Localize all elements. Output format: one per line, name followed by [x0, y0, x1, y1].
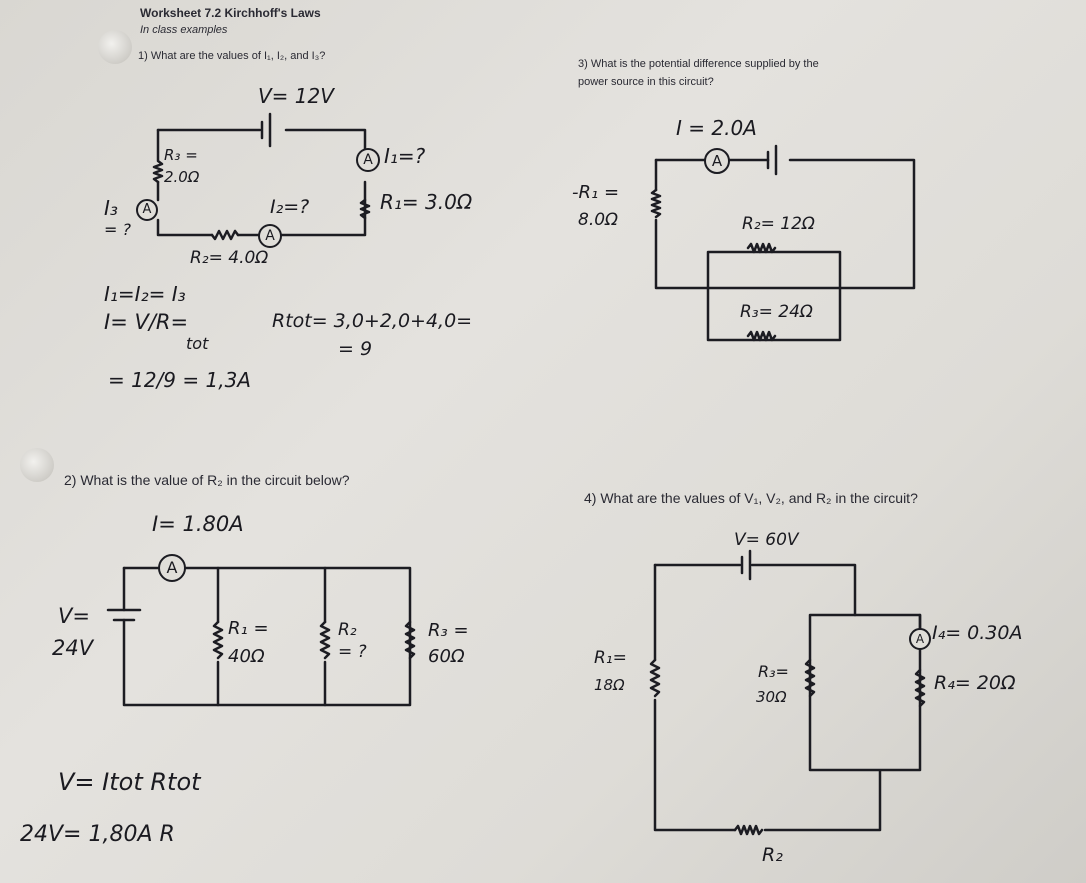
q2-r3-value: 60Ω — [428, 646, 465, 667]
q4-r4-label: R₄= 20Ω — [934, 672, 1016, 694]
q4-r3-label: R₃= — [758, 662, 789, 681]
q1-r2-label: R₂= 4.0Ω — [190, 248, 269, 268]
q1-r1-label: R₁= 3.0Ω — [380, 190, 473, 214]
q3-r2-label: R₂= 12Ω — [742, 214, 815, 234]
q1-work-line-3: Rtot= 3,0+2,0+4,0= — [272, 310, 473, 332]
q3-r1-label: -R₁ = — [572, 182, 620, 203]
q4-r3-value: 30Ω — [756, 688, 787, 706]
q2-ammeter-icon: A — [158, 554, 186, 582]
q2-question: 2) What is the value of R₂ in the circui… — [64, 472, 350, 488]
q2-current: I= 1.80A — [152, 512, 244, 536]
q1-i3-label: I₃ — [104, 196, 118, 220]
q2-r1-value: 40Ω — [228, 646, 265, 667]
q2-voltage-label: V= — [58, 604, 90, 628]
q1-i2-label: I₂=? — [270, 196, 310, 218]
q2-work-line-1: V= Itot Rtot — [58, 768, 201, 796]
q4-i4-label: I₄= 0.30A — [932, 622, 1023, 644]
q3-ammeter-icon: A — [704, 148, 730, 174]
q3-r3-label: R₃= 24Ω — [740, 302, 813, 322]
q2-work-line-2: 24V= 1,80A R — [20, 822, 175, 847]
q2-circuit — [106, 566, 416, 707]
q1-i3-question: = ? — [104, 220, 131, 239]
q1-r3-value: 2.0Ω — [164, 168, 200, 186]
q4-r1-value: 18Ω — [594, 676, 625, 694]
q2-r1-label: R₁ = — [228, 618, 269, 639]
q2-r2-label: R₂ — [338, 620, 357, 640]
q4-question: 4) What are the values of V₁, V₂, and R₂… — [584, 490, 918, 506]
q4-circuit — [649, 549, 926, 836]
q1-ammeter-1-icon: A — [356, 148, 380, 172]
punch-hole-middle — [20, 448, 54, 482]
q1-voltage: V= 12V — [258, 84, 334, 108]
q1-ammeter-3-icon: A — [136, 199, 158, 221]
q1-work-line-4: = 9 — [338, 338, 373, 360]
punch-hole-top — [98, 30, 132, 64]
q2-voltage-value: 24V — [52, 636, 94, 660]
q1-i1-label: I₁=? — [384, 144, 426, 168]
worksheet-subtitle: In class examples — [140, 24, 228, 36]
q3-question-line-2: power source in this circuit? — [578, 76, 714, 88]
q1-work-line-1: I₁=I₂= I₃ — [104, 282, 186, 306]
q1-work-line-2-subscript: tot — [186, 334, 209, 353]
q1-ammeter-2-icon: A — [258, 224, 282, 248]
q3-r1-value: 8.0Ω — [578, 210, 619, 230]
q3-current: I = 2.0A — [676, 116, 757, 140]
q4-r2-label: R₂ — [762, 844, 783, 866]
q4-ammeter-icon: A — [909, 628, 931, 650]
q3-question-line-1: 3) What is the potential difference supp… — [578, 58, 819, 70]
q4-voltage: V= 60V — [734, 530, 799, 550]
q1-work-line-2: I= V/R= — [104, 310, 189, 334]
q1-question: 1) What are the values of I₁, I₂, and I₃… — [138, 50, 326, 62]
worksheet-title: Worksheet 7.2 Kirchhoff's Laws — [140, 6, 321, 20]
q2-r3-label: R₃ = — [428, 620, 469, 641]
q1-r3-label: R₃ = — [164, 146, 198, 164]
q1-work-line-5: = 12/9 = 1,3A — [108, 368, 251, 392]
q3-circuit — [650, 144, 916, 342]
q2-r2-value: = ? — [338, 642, 367, 662]
q4-r1-label: R₁= — [594, 648, 627, 668]
